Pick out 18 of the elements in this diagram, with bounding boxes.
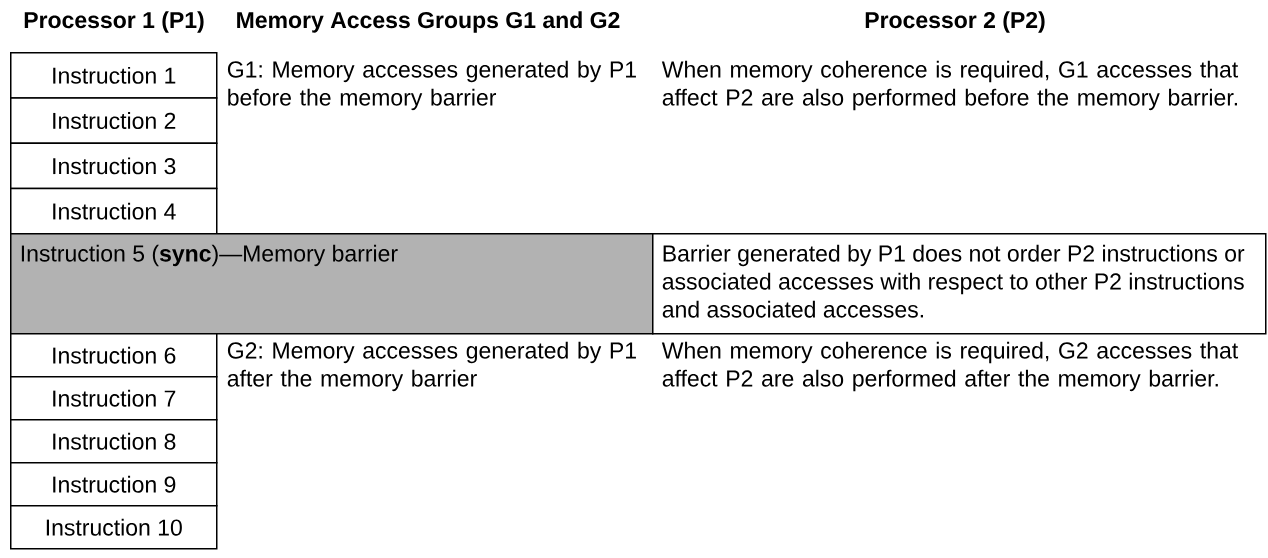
instruction-cell: Instruction 6 [10, 333, 218, 378]
column-heading: Processor 1 (P1) [24, 11, 204, 33]
instruction-cell: Instruction 4 [10, 187, 218, 235]
description-text: When memory coherence is required, G2 accesses that affect P2 are also performed after the memory barrier. [661, 341, 1239, 392]
instruction-cell: Instruction 3 [10, 142, 218, 190]
barrier-band: Instruction 5 (sync)—Memory barrier [10, 233, 654, 335]
instruction-cell: Instruction 7 [10, 376, 218, 421]
instruction-cell: Instruction 10 [10, 505, 218, 550]
description-text: When memory coherence is required, G1 accesses that affect P2 are also performed before the memory barrier. [661, 60, 1239, 111]
instruction-cell: Instruction 2 [10, 97, 218, 144]
column-heading: Processor 2 (P2) [865, 11, 1045, 33]
column-heading: Memory Access Groups G1 and G2 [237, 11, 620, 33]
description-text: G2: Memory accesses generated by P1 after the memory barrier [227, 341, 636, 392]
instruction-cell: Instruction 9 [10, 462, 218, 507]
description-text: G1: Memory accesses generated by P1 before the memory barrier [227, 60, 636, 111]
note-box: Barrier generated by P1 does not order P2 instructions or associated accesses with respect to other P2 instructions and associated accesses. [652, 233, 1267, 335]
instruction-cell: Instruction 8 [10, 419, 218, 464]
instruction-cell: Instruction 1 [10, 52, 218, 99]
